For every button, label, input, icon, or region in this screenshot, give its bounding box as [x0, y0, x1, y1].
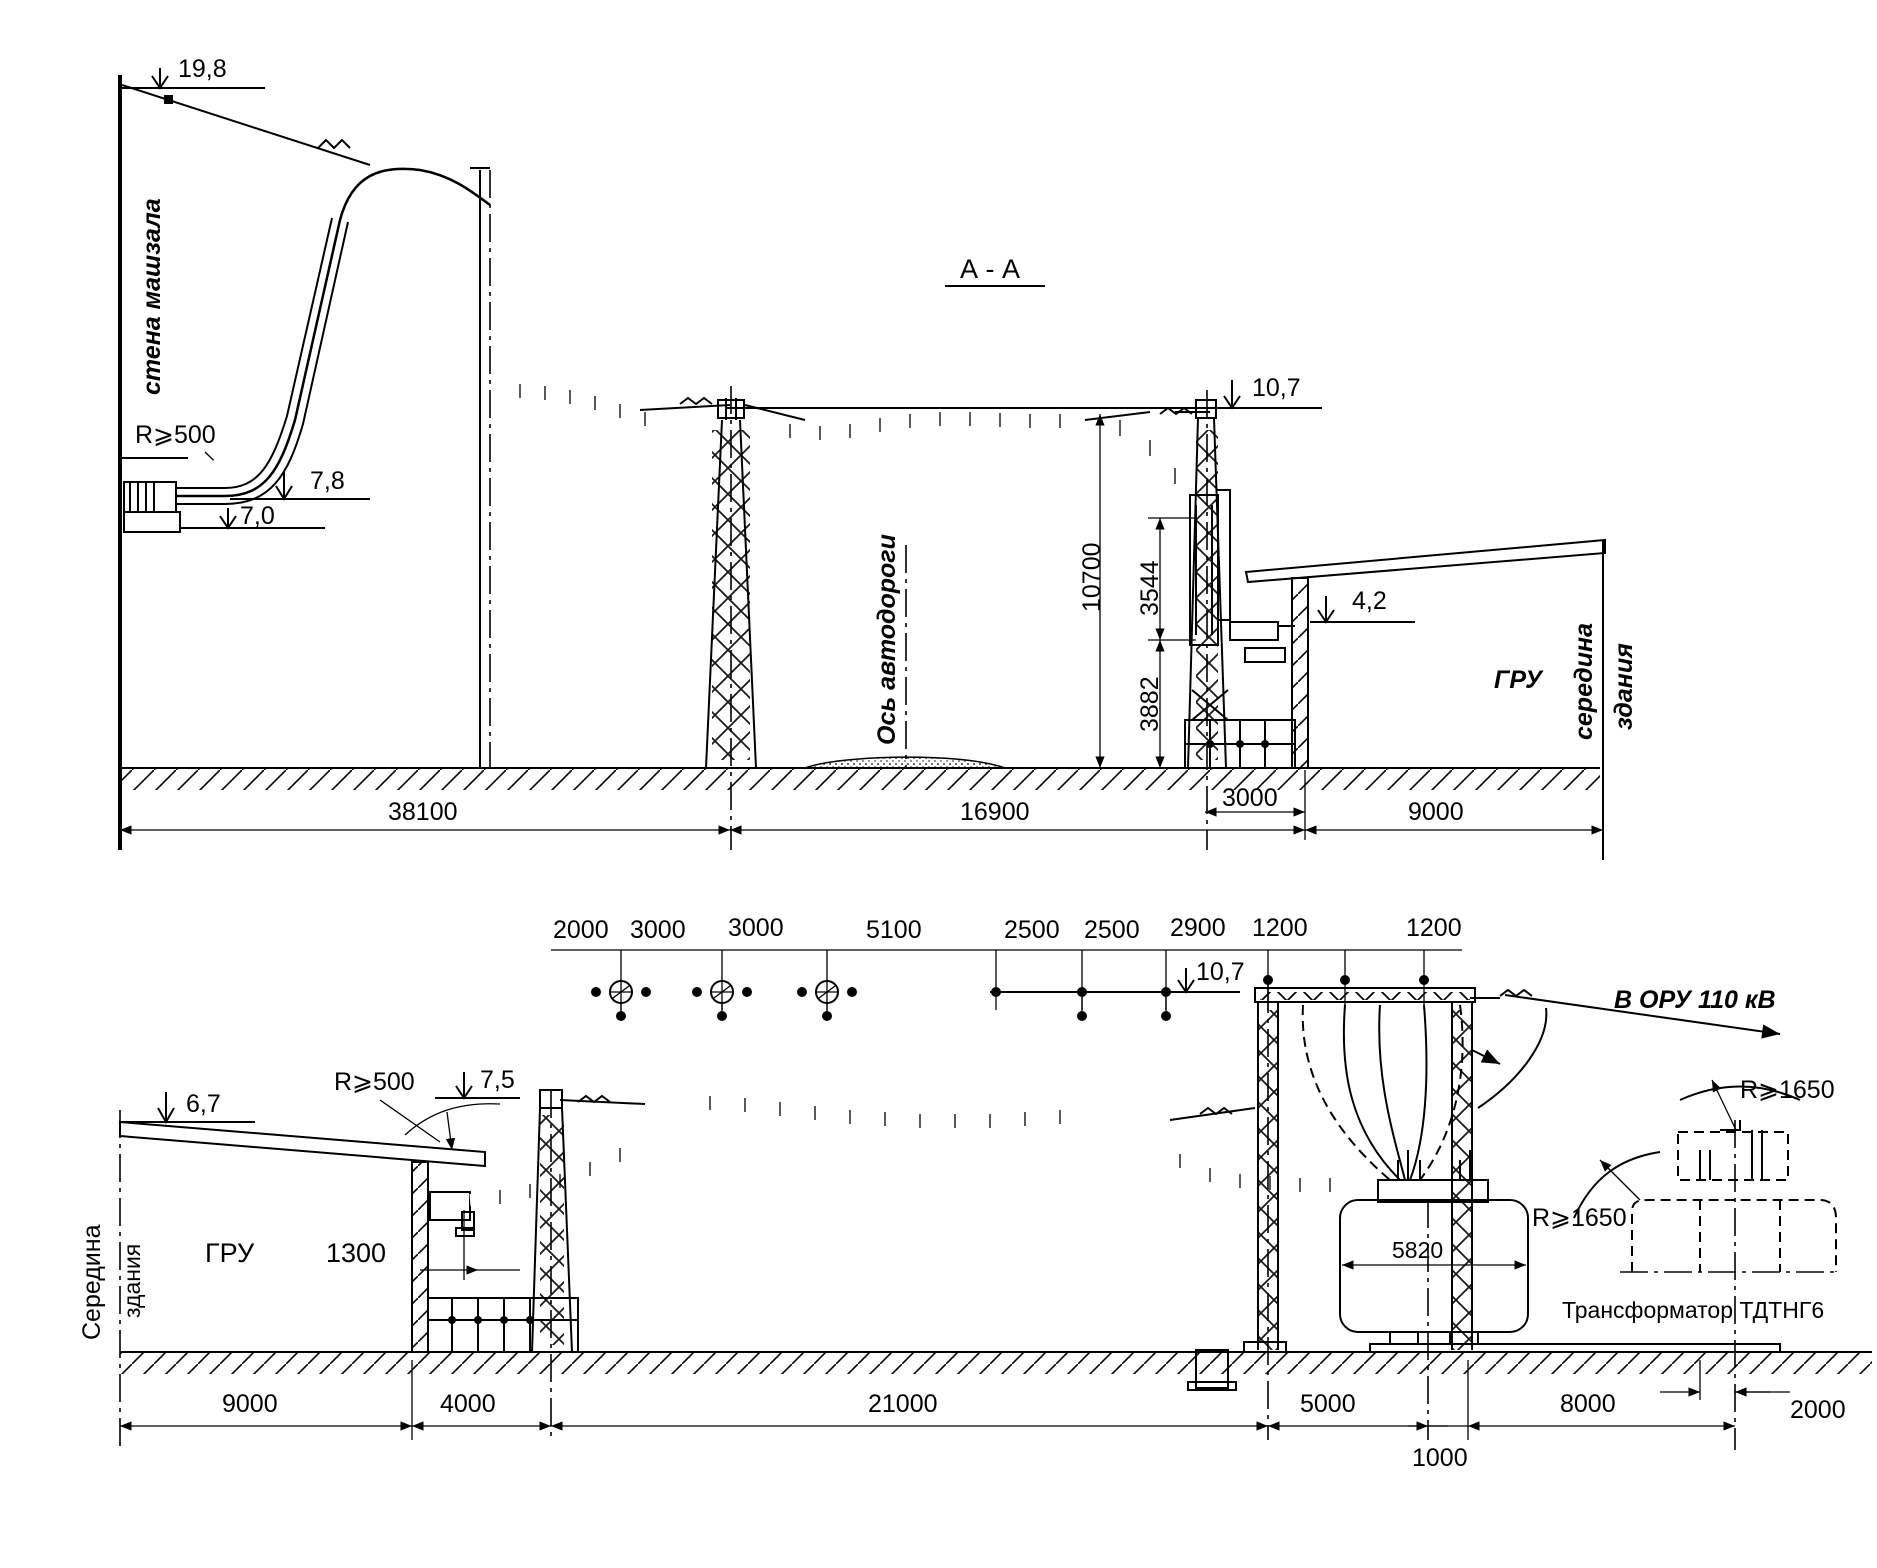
top-horizontal-dims: 38100 16900 3000 9000	[119, 770, 1603, 840]
top-ground	[120, 767, 1600, 790]
wall-label: стена машзала	[138, 198, 166, 395]
svg-text:2000: 2000	[1790, 1396, 1846, 1424]
level-mark-7-5: 7,5	[435, 1066, 520, 1100]
svg-text:19,8: 19,8	[178, 55, 227, 83]
building-center-bottom-1: Середина	[78, 1224, 106, 1340]
phase-symbols	[591, 975, 1429, 1021]
road: Ось автодороги	[804, 534, 1006, 769]
tower-1	[700, 386, 762, 850]
svg-text:38100: 38100	[388, 798, 458, 826]
svg-text:3544: 3544	[1136, 560, 1164, 616]
svg-text:6,7: 6,7	[186, 1090, 221, 1118]
top-section: стена машзала 19,8 7,8 7,0 R⩾500	[118, 55, 1638, 860]
building-center-bottom-2: здания	[119, 1244, 145, 1318]
bottom-ground	[120, 1351, 1872, 1374]
svg-text:2500: 2500	[1004, 916, 1060, 944]
svg-text:16900: 16900	[960, 798, 1030, 826]
road-axis-label: Ось автодороги	[873, 534, 901, 745]
svg-text:4,2: 4,2	[1352, 587, 1387, 615]
svg-text:8000: 8000	[1560, 1390, 1616, 1418]
svg-text:2000: 2000	[553, 916, 609, 944]
radius-label-bottom-left: R⩾500	[334, 1068, 415, 1096]
level-mark-10-7-top: 10,7	[1200, 374, 1322, 410]
svg-text:5100: 5100	[866, 916, 922, 944]
svg-text:10,7: 10,7	[1196, 958, 1245, 986]
svg-text:1300: 1300	[326, 1238, 386, 1268]
transformer: 5820	[1339, 1150, 1781, 1440]
svg-text:7,8: 7,8	[310, 467, 345, 495]
svg-text:7,0: 7,0	[240, 502, 275, 530]
svg-text:10700: 10700	[1078, 542, 1106, 612]
level-mark-6-7: 6,7	[120, 1090, 255, 1125]
svg-text:5820: 5820	[1392, 1237, 1443, 1263]
radius-label-right-mid: R⩾1650	[1532, 1204, 1627, 1232]
building-center-top-1: середина	[1570, 623, 1598, 740]
svg-text:9000: 9000	[1408, 798, 1464, 826]
level-mark-10-7-bottom: 10,7	[1166, 958, 1245, 994]
gru-label-top: ГРУ	[1494, 666, 1544, 694]
direction-label: В ОРУ 110 кВ	[1614, 986, 1776, 1014]
radius-label-top: R⩾500	[135, 421, 216, 449]
tower-2	[1187, 390, 1231, 850]
transformer-label: Трансформатор ТДТНГ6	[1562, 1297, 1824, 1323]
svg-text:2500: 2500	[1084, 916, 1140, 944]
drop-wires	[1301, 988, 1533, 1181]
level-mark-7-0: 7,0	[180, 502, 325, 530]
bottom-horizontal-dims: 9000 4000 21000 5000 8000 2000 1000	[119, 1360, 1846, 1472]
svg-text:9000: 9000	[222, 1390, 278, 1418]
vertical-dims: 10700 3544 3882	[1078, 414, 1196, 768]
svg-text:5000: 5000	[1300, 1390, 1356, 1418]
tower-bottom-left	[531, 1089, 573, 1440]
building-center-top-2: здания	[1610, 643, 1638, 730]
level-mark-4-2: 4,2	[1310, 587, 1415, 624]
svg-text:7,5: 7,5	[480, 1066, 515, 1094]
radius-label-right-top: R⩾1650	[1740, 1076, 1835, 1104]
svg-text:10,7: 10,7	[1252, 374, 1301, 402]
svg-text:1200: 1200	[1406, 914, 1462, 942]
svg-text:4000: 4000	[440, 1390, 496, 1418]
bottom-section: Середина здания ГРУ 6,7 1300 R⩾	[78, 914, 1872, 1472]
gru-building-top	[1184, 538, 1606, 769]
svg-text:3000: 3000	[728, 914, 784, 942]
level-mark-19-8: 19,8	[120, 55, 265, 90]
dim-1300: 1300	[326, 1210, 520, 1280]
section-title: А - А	[960, 254, 1020, 284]
svg-text:1200: 1200	[1252, 914, 1308, 942]
svg-text:1000: 1000	[1412, 1444, 1468, 1472]
svg-text:3882: 3882	[1136, 676, 1164, 732]
gru-label-bottom: ГРУ	[205, 1238, 255, 1268]
svg-text:21000: 21000	[868, 1390, 938, 1418]
svg-text:3000: 3000	[630, 916, 686, 944]
svg-text:3000: 3000	[1222, 784, 1278, 812]
gru-building-bottom	[119, 1120, 579, 1353]
svg-text:2900: 2900	[1170, 914, 1226, 942]
